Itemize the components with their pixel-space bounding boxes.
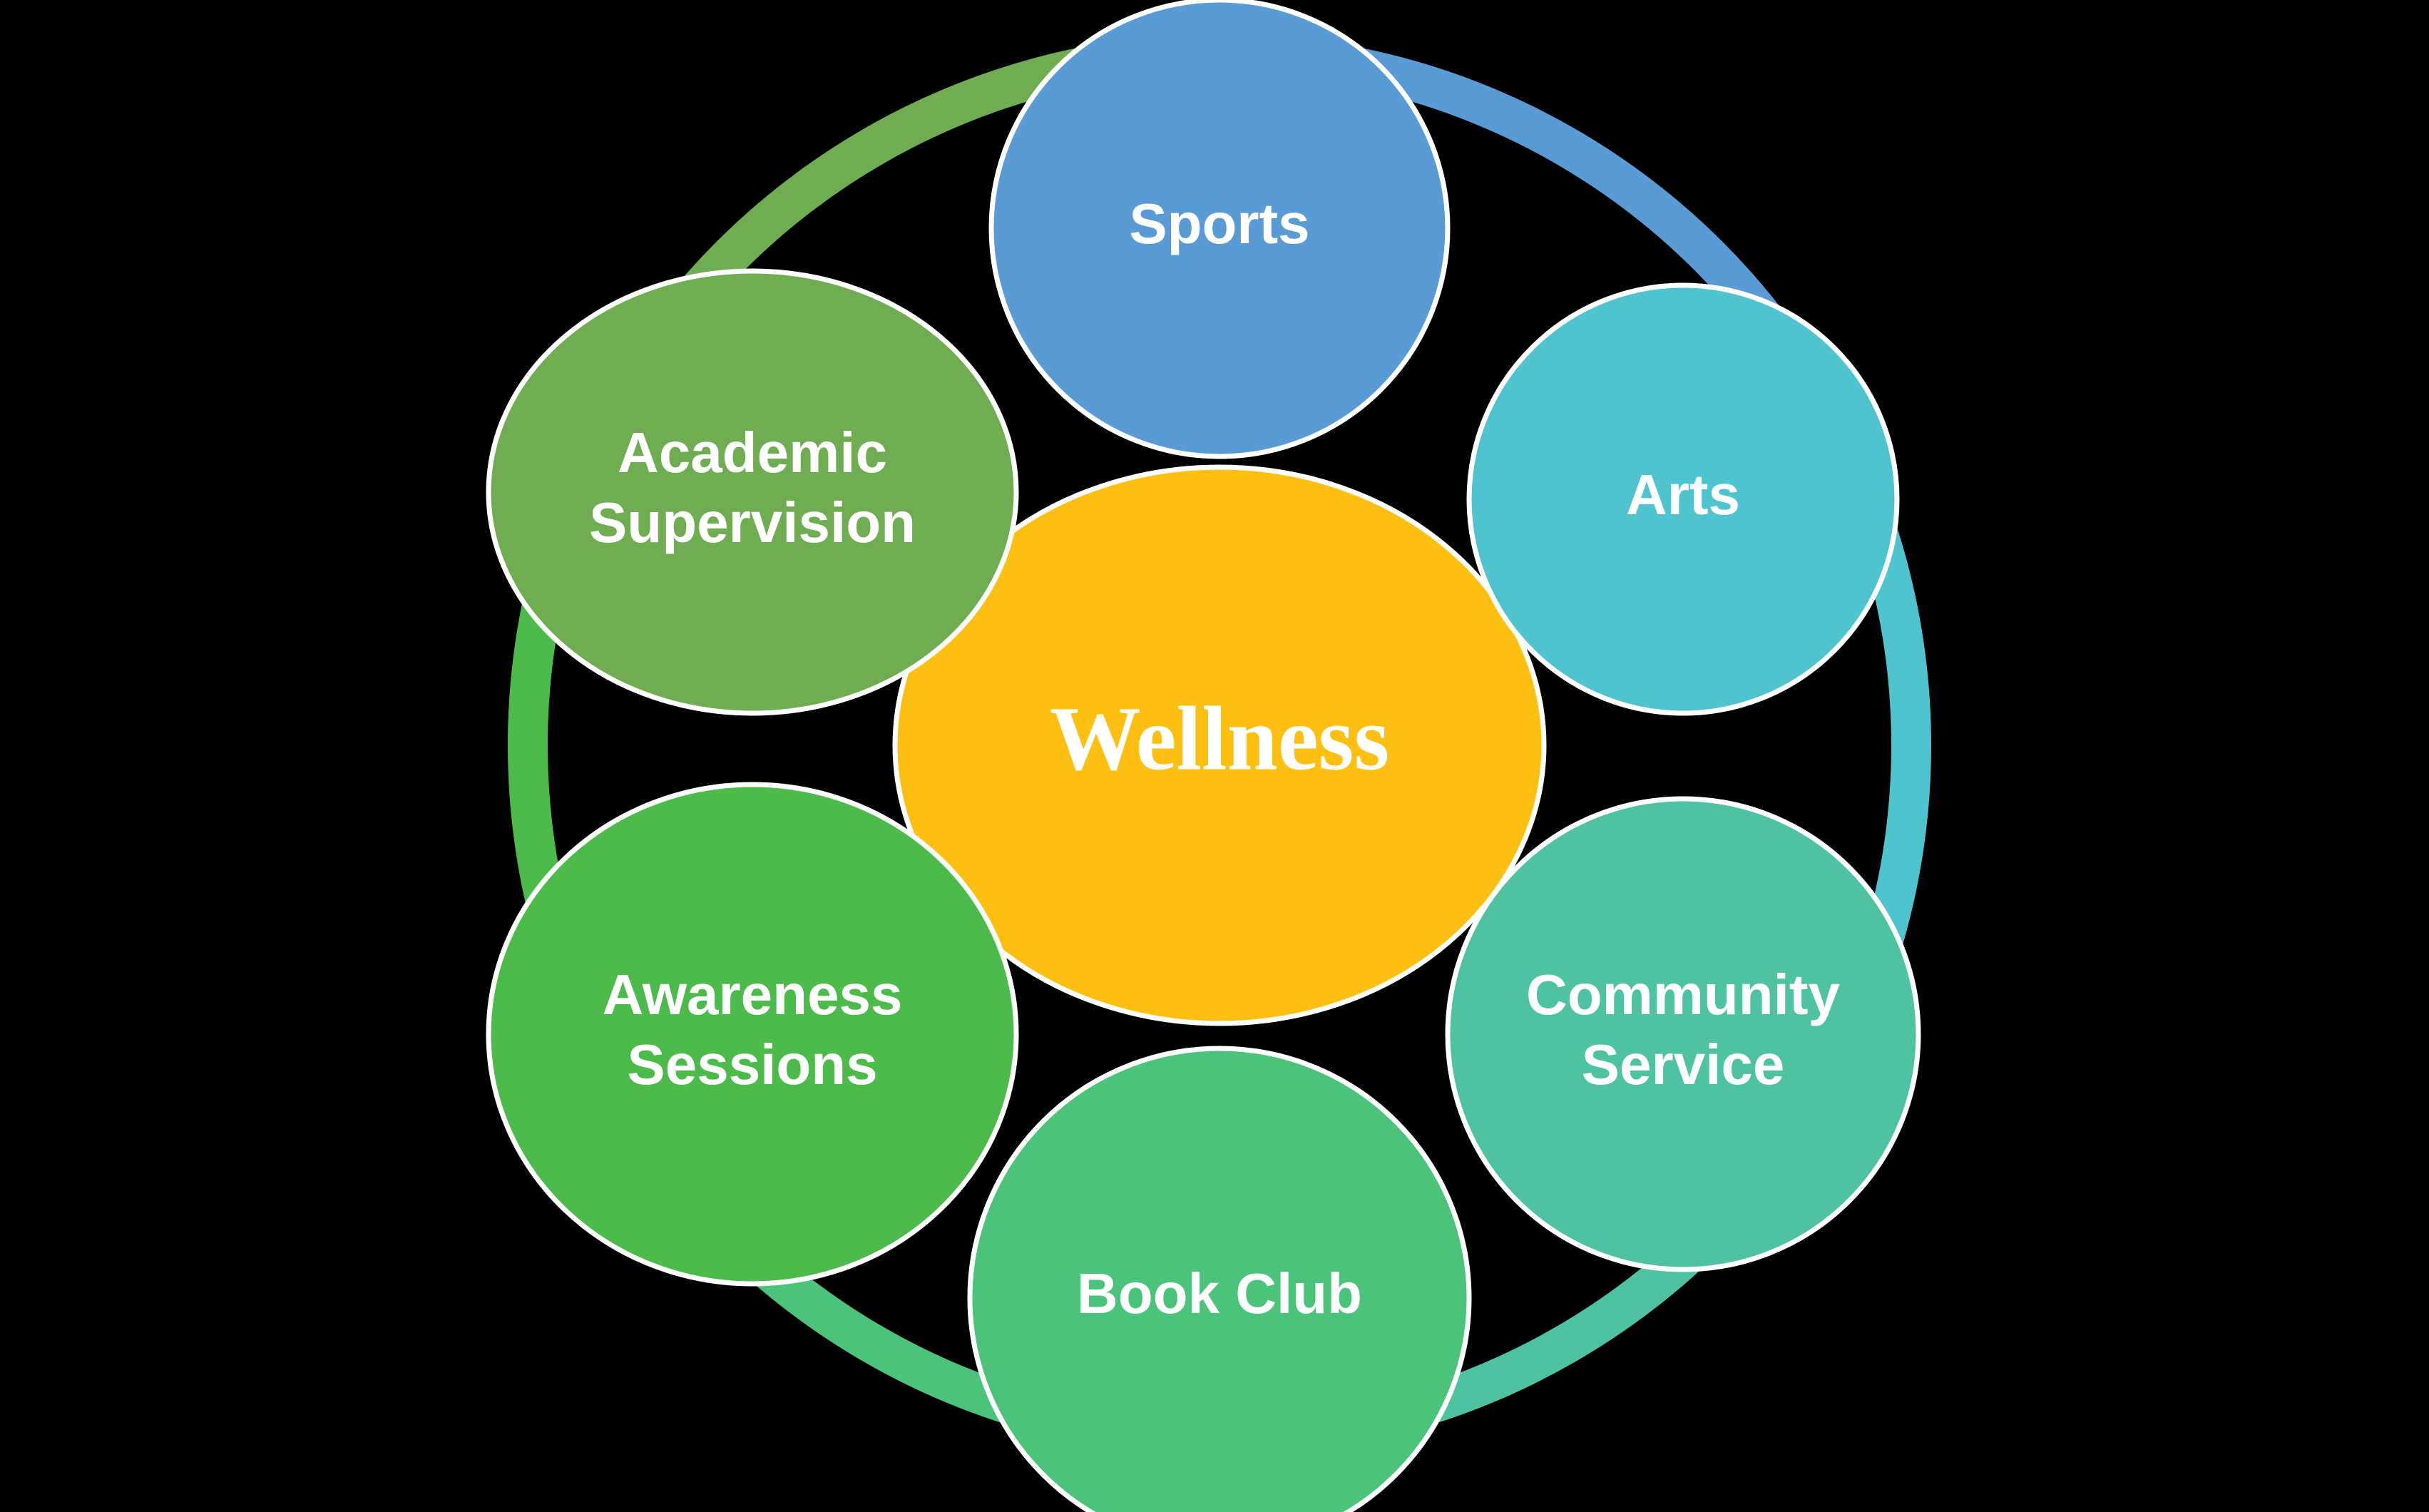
node-circle-sports[interactable] [988, 0, 1451, 459]
node-label-arts: Arts [1626, 463, 1740, 526]
node-arts[interactable]: Arts [1466, 282, 1900, 716]
node-circle-awareness-sessions[interactable] [486, 782, 1019, 1287]
node-circle-community-service[interactable] [1445, 796, 1921, 1272]
hub-circle-wellness[interactable] [892, 464, 1547, 1026]
arc-arts-to-community [1801, 389, 1931, 1101]
hub-label-wellness: Wellness [1050, 688, 1390, 789]
node-circle-arts[interactable] [1466, 282, 1900, 716]
node-label-book-club: Book Club [1077, 1262, 1362, 1325]
node-book-club[interactable]: Book Club [967, 1046, 1472, 1512]
node-label-sports: Sports [1129, 192, 1309, 255]
node-circle-book-club[interactable] [967, 1046, 1472, 1512]
node-label-line: Arts [1626, 463, 1740, 526]
node-label-line: Supervision [589, 491, 916, 554]
node-sports[interactable]: Sports [988, 0, 1451, 459]
node-label-line: Service [1582, 1033, 1785, 1096]
node-label-line: Book Club [1077, 1262, 1362, 1325]
node-circle-academic-supervision[interactable] [486, 268, 1019, 716]
node-label-line: Sports [1129, 192, 1309, 255]
hub-node-group: Wellness [892, 464, 1547, 1026]
node-label-line: Sessions [627, 1033, 877, 1096]
node-label-line: Community [1526, 963, 1841, 1026]
node-label-line: Awareness [602, 963, 902, 1026]
node-label-line: Academic [618, 421, 887, 484]
